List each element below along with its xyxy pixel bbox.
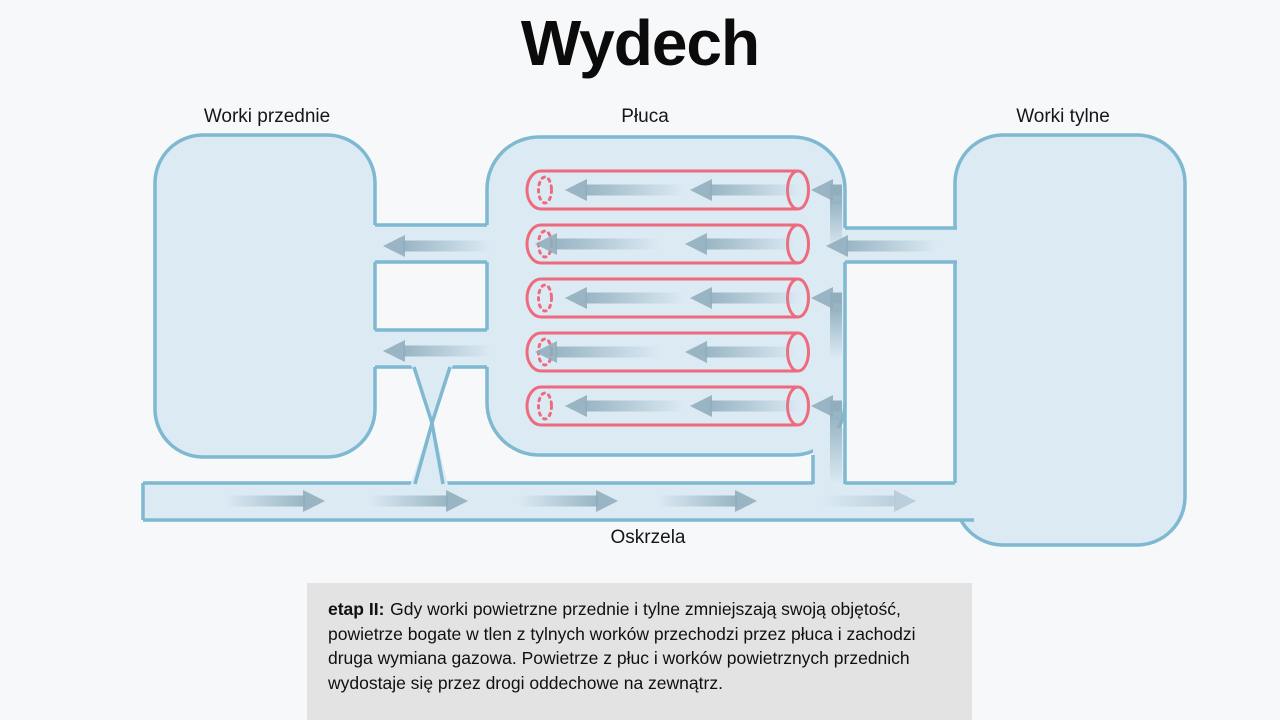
parabronchus-tube [525, 385, 810, 427]
label-front-air-sacs: Worki przednie [203, 106, 331, 127]
bent-feed-arrow [811, 287, 842, 358]
label-bronchi: Oskrzela [610, 527, 686, 548]
bronchi-flow-arrow [225, 490, 916, 512]
tube-flow-arrow [535, 179, 802, 417]
page-title: Wydech [520, 7, 760, 79]
bent-feed-arrow [811, 395, 842, 484]
label-rear-air-sacs: Worki tylne [1016, 106, 1110, 127]
label-lungs: Płuca [621, 106, 669, 127]
crossing-channel [409, 362, 454, 489]
airflow-arrows [225, 179, 938, 512]
stage-description-box: etap II:Gdy worki powietrzne przednie i … [307, 583, 972, 720]
rear-air-sac-shape [953, 133, 1187, 547]
front-air-sac-shape [153, 133, 377, 459]
front-channel-arrow [383, 235, 491, 362]
stage-text: Gdy worki powietrzne przednie i tylne zm… [328, 599, 916, 693]
stage-label: etap II: [328, 599, 385, 619]
bent-feed-arrow [811, 179, 842, 250]
